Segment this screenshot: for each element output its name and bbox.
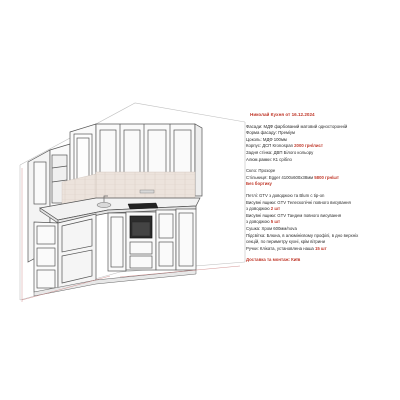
faucet	[103, 195, 108, 202]
spec-no-backsplash: Без бортику	[246, 181, 272, 187]
spec-drawers1-text: з доводжою	[246, 206, 271, 212]
spec-handles: Ручки: Кліката, установлена наша 15 шт	[246, 246, 396, 253]
spec-body-key: Корпус:	[246, 143, 262, 149]
spec-dryer: Сушка: Хром 600мм/nova	[246, 225, 297, 231]
spec-body-value: ДСП Кronospan	[261, 143, 295, 149]
spec-drawers1-count: з доводжою 2 шт	[246, 206, 396, 213]
spec-body: Корпус: ДСП Кronospan 2000 грн/лист	[246, 143, 396, 150]
spec-delivery: Доставка та монтаж: Київ	[246, 257, 301, 263]
spec-plinth: Цоколь: МДФ 100мм	[246, 136, 287, 142]
sink	[96, 202, 112, 208]
lower-cabinets-left	[33, 213, 97, 293]
spec-handles-text: Ручки: Кліката, установлена наша	[246, 245, 316, 251]
spec-drawers2-text: з доводжою	[246, 219, 271, 225]
hood	[139, 189, 155, 194]
page-title: Николай Кухня от 16.12.2024	[250, 112, 315, 117]
spec-drawers1: Висувні ящики: GTV Телескопічні повного …	[246, 199, 351, 205]
spec-drawers2-count: з доводжою 5 шт	[246, 219, 396, 226]
dimension-lines	[21, 168, 241, 302]
spec-back: Задня стінка: ДВП Білого кольору	[246, 149, 314, 155]
spec-hinges: Петлі: GTV з доводжою та Blum с tip-on	[246, 192, 325, 198]
spec-drawers2: Висувні ящики: GTV Тандем повного висува…	[246, 212, 342, 218]
spec-alum: Алюм.рамки: К1 срібло	[246, 156, 292, 162]
spec-counter-key: Стільниця:	[246, 174, 268, 180]
spec-facade: Фасади: МДФ фарбований матовий односторо…	[246, 123, 348, 129]
spec-handles-qty: 15 шт	[315, 245, 327, 251]
spec-panel: Николай Кухня от 16.12.2024 Фасади: МДФ …	[246, 112, 396, 264]
spec-body-price: 2000 грн/лист	[294, 143, 323, 149]
spec-counter: Стільниця: Egger 4100х600х38мм 5800 грн/…	[246, 175, 396, 182]
spec-counter-price: 5800 грн/шт	[314, 174, 339, 180]
spec-drawers2-qty: 5 шт	[270, 219, 281, 225]
spec-facade-form: Форма фасаду: Преміум	[246, 130, 295, 136]
backsplash	[95, 171, 196, 199]
lower-cabinets-right	[107, 208, 197, 272]
spec-glass: Скло: Прозоре	[246, 168, 276, 174]
spec-light2: секцій, по периметру кухні, крім вітрини	[246, 239, 325, 245]
spec-counter-value: Egger 4100х600х38мм	[267, 174, 315, 180]
cooktop	[127, 202, 159, 210]
spec-drawers1-qty: 2 шт	[270, 206, 281, 212]
spec-light1: Підсвітка: Блюна, в алюмінієвому профілі…	[246, 232, 359, 238]
